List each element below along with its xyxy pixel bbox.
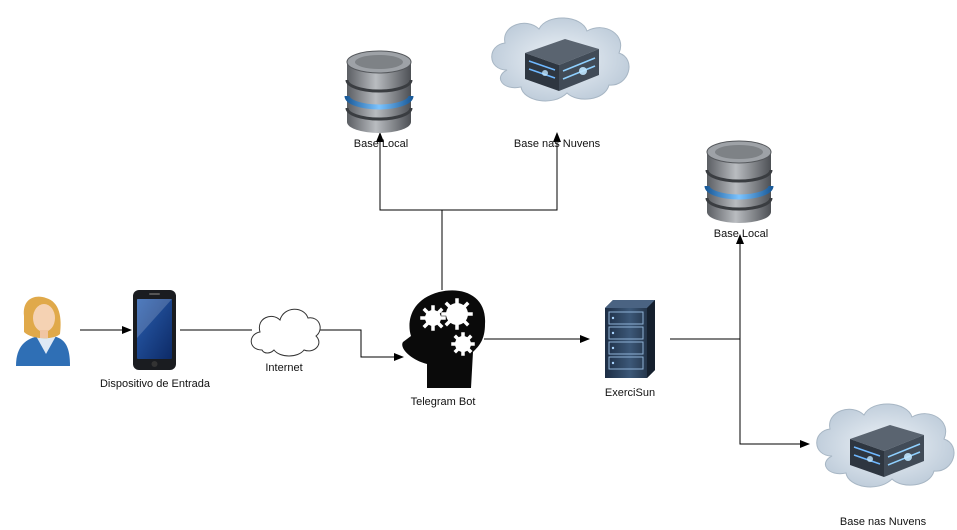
edge-server-to-local-db [670,234,744,340]
edge-internet-to-bot [318,329,404,361]
database-icon [347,51,411,133]
internet-label: Internet [265,362,303,374]
smartphone-icon [133,290,176,370]
edge-server-to-cloud-db [739,339,810,448]
device-label: Dispositivo de Entrada [99,378,211,390]
cloud-icon [250,308,321,357]
cloud-db-label-2: Base nas Nuvens [839,516,927,528]
cloud-server-icon [490,17,630,102]
cloud-server-icon [815,403,955,488]
user-avatar-icon [16,296,70,366]
telegram-bot-label: Telegram Bot [410,396,476,408]
database-icon [707,141,771,223]
cloud-db-label: Base nas Nuvens [513,138,601,150]
local-db-label-2: Base Local [713,228,769,240]
connectors [80,132,810,448]
server-rack-icon [605,300,655,378]
brain-gears-icon [402,290,486,388]
server-label: ExerciSun [604,387,656,399]
local-db-label: Base Local [353,138,409,150]
edge-bot-to-cloud-db [442,132,561,211]
edge-bot-to-local-db [376,132,443,290]
